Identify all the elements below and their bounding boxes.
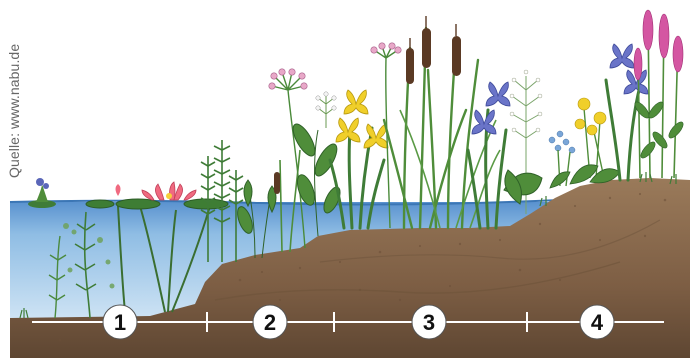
floating-plant-left xyxy=(28,178,56,208)
shore-iris-leaves xyxy=(606,80,640,180)
zone-number-3: 3 xyxy=(423,310,435,335)
shore-iris-flowers xyxy=(610,44,648,94)
blue-iris-flowers xyxy=(472,82,510,134)
zone-number-4: 4 xyxy=(591,310,604,335)
cattail-head-small xyxy=(274,172,280,194)
yellow-iris-flowers xyxy=(336,90,388,148)
purple-loosestrife-spikes xyxy=(634,10,683,80)
zone-marker-2: 2 xyxy=(253,305,287,339)
horsetail-plant xyxy=(201,140,243,262)
marsh-marigold-leaves xyxy=(504,170,542,204)
forget-me-not xyxy=(549,131,575,153)
zone-number-1: 1 xyxy=(114,310,126,335)
zone-number-2: 2 xyxy=(264,310,276,335)
zone-marker-3: 3 xyxy=(412,305,446,339)
zone-marker-1: 1 xyxy=(103,305,137,339)
zone-marker-4: 4 xyxy=(580,305,614,339)
water-lily-bud xyxy=(116,184,121,196)
flowering-rush-flowers xyxy=(269,69,307,89)
globeflower-flowers xyxy=(575,98,606,135)
water-plantain-flowers xyxy=(318,96,334,128)
water-lily-flower xyxy=(142,182,196,200)
loosestrife-leaves xyxy=(633,100,686,160)
